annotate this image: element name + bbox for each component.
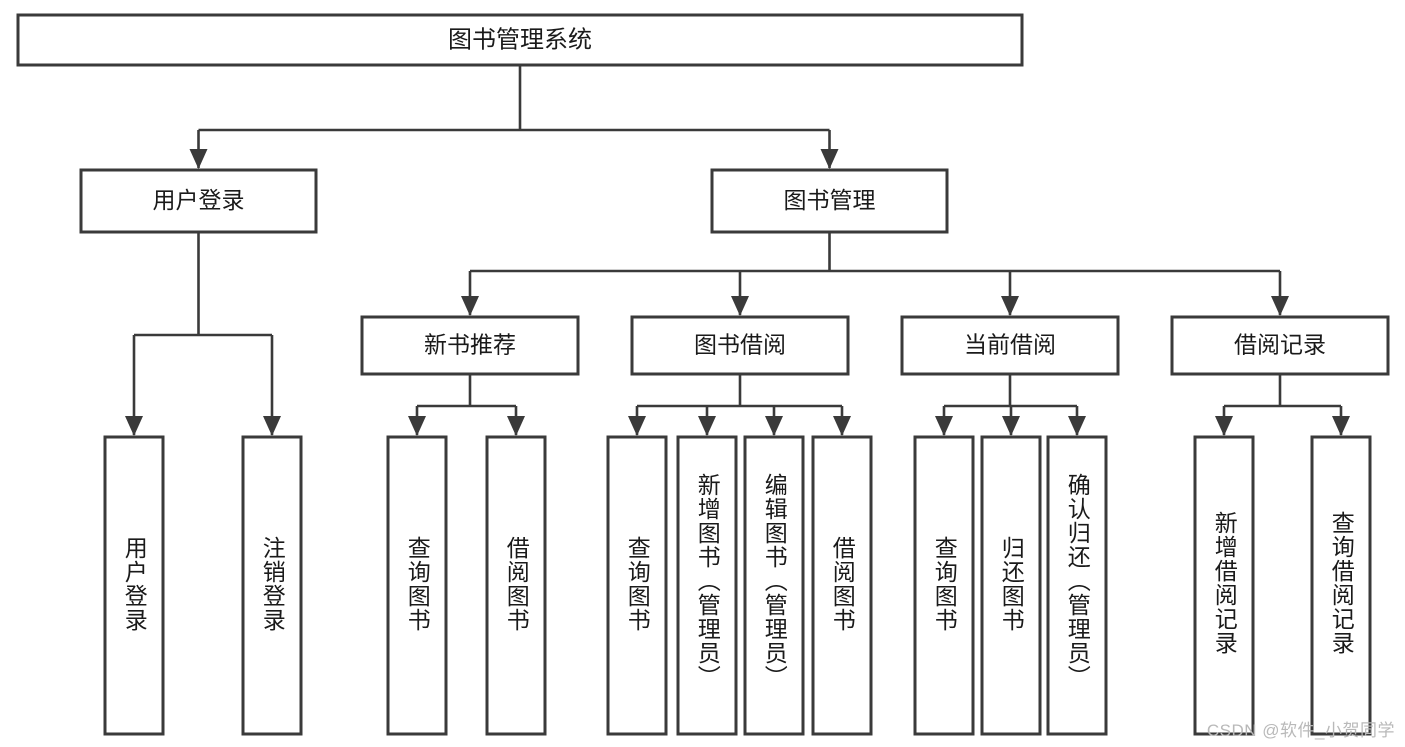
node-leaf-add-record[interactable] bbox=[1193, 435, 1255, 736]
arrow-to-leaf-query-record bbox=[1332, 416, 1350, 436]
arrow-to-new-book-recommend bbox=[461, 296, 479, 316]
node-leaf-logout[interactable] bbox=[241, 435, 303, 736]
node-box-undefined[interactable] bbox=[16, 13, 1024, 67]
node-box-leaf-add-record[interactable] bbox=[1193, 435, 1255, 736]
node-box-book-manage[interactable] bbox=[710, 168, 949, 234]
node-leaf-borrow-book-2[interactable] bbox=[811, 435, 873, 736]
node-leaf-borrow-book-1[interactable] bbox=[485, 435, 547, 736]
node-box-leaf-borrow-book-1[interactable] bbox=[485, 435, 547, 736]
node-box-leaf-add-book[interactable] bbox=[676, 435, 738, 736]
node-label-user-login: 用户登录 bbox=[153, 187, 245, 213]
arrow-to-leaf-query-book-2 bbox=[628, 416, 646, 436]
node-label-borrow-record: 借阅记录 bbox=[1234, 332, 1326, 358]
node-box-leaf-logout[interactable] bbox=[241, 435, 303, 736]
arrow-to-leaf-return-book bbox=[1002, 416, 1020, 436]
node-box-book-borrow[interactable] bbox=[630, 315, 850, 376]
node-box-leaf-borrow-book-2[interactable] bbox=[811, 435, 873, 736]
node-box-leaf-user-login[interactable] bbox=[103, 435, 165, 736]
node-book-borrow[interactable] bbox=[630, 315, 850, 376]
arrow-to-leaf-borrow-book-1 bbox=[507, 416, 525, 436]
node-box-leaf-query-record[interactable] bbox=[1310, 435, 1372, 736]
arrow-to-leaf-borrow-book-2 bbox=[833, 416, 851, 436]
node-label-book-manage: 图书管理 bbox=[784, 187, 876, 213]
node-box-borrow-record[interactable] bbox=[1170, 315, 1390, 376]
node-box-leaf-query-book-3[interactable] bbox=[913, 435, 975, 736]
arrow-to-leaf-query-book-3 bbox=[935, 416, 953, 436]
arrow-to-leaf-logout bbox=[263, 416, 281, 436]
node-label-new-book-recommend: 新书推荐 bbox=[424, 332, 516, 358]
node-box-leaf-return-book[interactable] bbox=[980, 435, 1042, 736]
node-new-book-recommend[interactable] bbox=[360, 315, 580, 376]
node-leaf-query-book-1[interactable] bbox=[386, 435, 448, 736]
node-borrow-record[interactable] bbox=[1170, 315, 1390, 376]
node-box-user-login[interactable] bbox=[79, 168, 318, 234]
node-leaf-return-book[interactable] bbox=[980, 435, 1042, 736]
node-leaf-user-login[interactable] bbox=[103, 435, 165, 736]
node-user-login[interactable] bbox=[79, 168, 318, 234]
arrow-to-current-borrow bbox=[1001, 296, 1019, 316]
node-box-new-book-recommend[interactable] bbox=[360, 315, 580, 376]
node-leaf-query-book-2[interactable] bbox=[606, 435, 668, 736]
arrow-to-leaf-confirm-return bbox=[1068, 416, 1086, 436]
node-label-book-borrow: 图书借阅 bbox=[694, 332, 786, 358]
node-leaf-edit-book[interactable] bbox=[743, 435, 805, 736]
arrow-to-leaf-add-book bbox=[698, 416, 716, 436]
node-leaf-query-record[interactable] bbox=[1310, 435, 1372, 736]
node-undefined[interactable] bbox=[16, 13, 1024, 67]
arrow-to-user-login bbox=[189, 149, 208, 169]
arrow-to-book-manage bbox=[820, 149, 839, 169]
node-leaf-query-book-3[interactable] bbox=[913, 435, 975, 736]
arrow-to-leaf-query-book-1 bbox=[408, 416, 426, 436]
arrow-to-borrow-record bbox=[1271, 296, 1289, 316]
node-box-leaf-edit-book[interactable] bbox=[743, 435, 805, 736]
node-box-current-borrow[interactable] bbox=[900, 315, 1120, 376]
node-leaf-confirm-return[interactable] bbox=[1046, 435, 1108, 736]
node-leaf-add-book[interactable] bbox=[676, 435, 738, 736]
node-box-leaf-query-book-1[interactable] bbox=[386, 435, 448, 736]
csdn-watermark: CSDN @软件_小贺同学 bbox=[1206, 721, 1395, 740]
connector-layer bbox=[125, 65, 1350, 436]
node-label-current-borrow: 当前借阅 bbox=[964, 332, 1056, 358]
node-box-leaf-query-book-2[interactable] bbox=[606, 435, 668, 736]
arrow-to-leaf-user-login bbox=[125, 416, 143, 436]
arrow-to-leaf-add-record bbox=[1215, 416, 1233, 436]
node-current-borrow[interactable] bbox=[900, 315, 1120, 376]
node-box-leaf-confirm-return[interactable] bbox=[1046, 435, 1108, 736]
node-label-undefined: 图书管理系统 bbox=[448, 26, 592, 53]
box-layer bbox=[16, 13, 1390, 736]
arrow-to-book-borrow bbox=[731, 296, 749, 316]
node-book-manage[interactable] bbox=[710, 168, 949, 234]
arrow-to-leaf-edit-book bbox=[765, 416, 783, 436]
